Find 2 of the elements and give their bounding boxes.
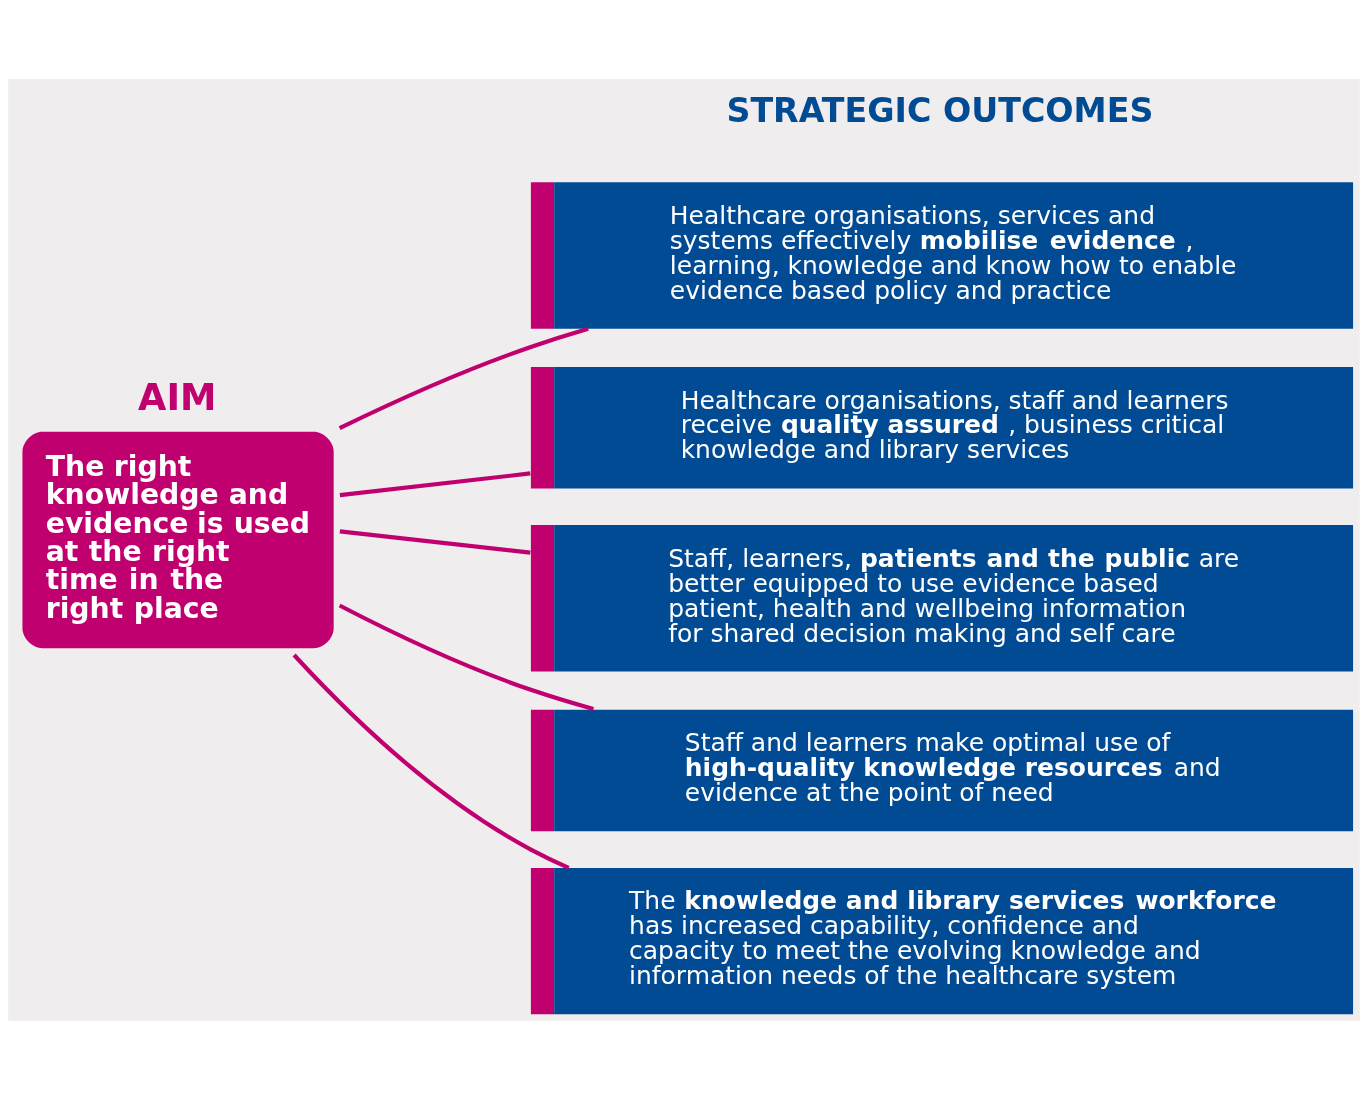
node-label: AIM bbox=[138, 375, 217, 419]
label: STRATEGIC OUTCOMES bbox=[726, 91, 1154, 131]
